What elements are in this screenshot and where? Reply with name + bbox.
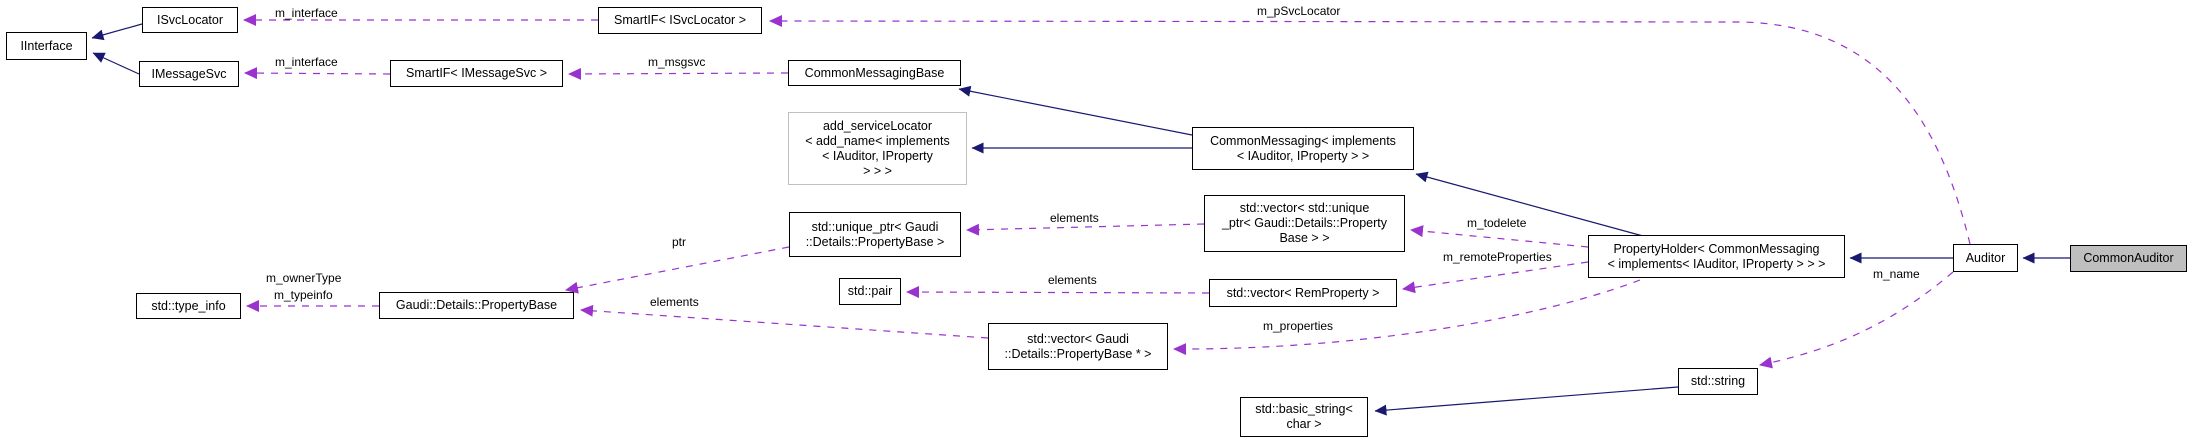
class-node-auditor[interactable]: Auditor xyxy=(1953,244,2018,272)
edge-commonmessaging-to-commonmessagingbase xyxy=(958,85,1193,136)
class-node-smartif-isvclocator[interactable]: SmartIF< ISvcLocator > xyxy=(598,7,762,34)
edge-label-m-properties: m_properties xyxy=(1263,319,1334,333)
edge-label-elements-propertybase: elements xyxy=(650,295,699,309)
edge-m-remoteproperties xyxy=(1402,261,1589,294)
edge-propertyholder-to-commonmessaging xyxy=(1415,171,1644,237)
edge-label-ptr: ptr xyxy=(672,235,687,249)
edge-m-properties xyxy=(1173,279,1641,356)
edge-label-m-interface-bottom: m_interface xyxy=(275,55,338,69)
edge-m-name xyxy=(1759,271,1954,369)
edge-label-m-name: m_name xyxy=(1873,267,1920,281)
edge-label-m-typeinfo: m_typeinfo xyxy=(274,288,333,302)
class-node-vector-remproperty[interactable]: std::vector< RemProperty > xyxy=(1209,279,1397,307)
class-node-type-info[interactable]: std::type_info xyxy=(136,293,241,319)
class-node-commonauditor: CommonAuditor xyxy=(2070,245,2187,272)
edge-label-elements-pair: elements xyxy=(1048,273,1097,287)
class-node-std-pair[interactable]: std::pair xyxy=(839,278,901,305)
class-node-isvclocator[interactable]: ISvcLocator xyxy=(142,7,238,33)
edge-elements-pair xyxy=(906,286,1210,299)
edge-ptr xyxy=(565,246,790,294)
class-node-unique-ptr[interactable]: std::unique_ptr< Gaudi ::Details::Proper… xyxy=(789,212,961,257)
edge-string-to-basic-string xyxy=(1374,386,1679,416)
class-node-std-string[interactable]: std::string xyxy=(1678,368,1758,395)
edge-imessagesvc-to-iinterface xyxy=(92,52,140,75)
edge-label-m-psvclocator: m_pSvcLocator xyxy=(1257,4,1341,18)
edge-m-msgsvc xyxy=(568,67,789,80)
edge-isvclocator-to-iinterface xyxy=(91,23,143,41)
class-node-propertyholder[interactable]: PropertyHolder< CommonMessaging < implem… xyxy=(1588,235,1845,278)
class-node-smartif-imessagesvc[interactable]: SmartIF< IMessageSvc > xyxy=(390,60,563,87)
class-node-add-servicelocator: add_serviceLocator < add_name< implement… xyxy=(788,112,967,185)
class-node-propertybase[interactable]: Gaudi::Details::PropertyBase xyxy=(379,292,574,319)
edge-elements-propertybase xyxy=(580,304,989,339)
class-node-commonmessaging[interactable]: CommonMessaging< implements < IAuditor, … xyxy=(1192,127,1414,170)
class-node-iinterface[interactable]: IInterface xyxy=(6,32,87,60)
class-node-basic-string[interactable]: std::basic_string< char > xyxy=(1240,397,1368,437)
class-node-imessagesvc[interactable]: IMessageSvc xyxy=(139,61,239,87)
class-node-vector-propertybase-ptr[interactable]: std::vector< Gaudi ::Details::PropertyBa… xyxy=(988,323,1168,370)
edge-m-todelete xyxy=(1410,225,1589,248)
edge-m-interface-imessagesvc xyxy=(244,67,391,80)
edge-label-m-remoteproperties: m_remoteProperties xyxy=(1443,250,1552,264)
edge-m-psvclocator xyxy=(769,15,1971,245)
edge-label-m-ownertype: m_ownerType xyxy=(266,271,342,285)
edge-label-m-interface-top: m_interface xyxy=(275,6,338,20)
class-node-commonmessagingbase[interactable]: CommonMessagingBase xyxy=(788,60,961,86)
class-node-vector-unique-ptr[interactable]: std::vector< std::unique _ptr< Gaudi::De… xyxy=(1204,195,1405,252)
edge-label-elements-unique: elements xyxy=(1050,211,1099,225)
edge-elements-unique-ptr xyxy=(966,223,1205,236)
edge-label-m-todelete: m_todelete xyxy=(1467,216,1527,230)
edge-label-m-msgsvc: m_msgsvc xyxy=(648,55,706,69)
